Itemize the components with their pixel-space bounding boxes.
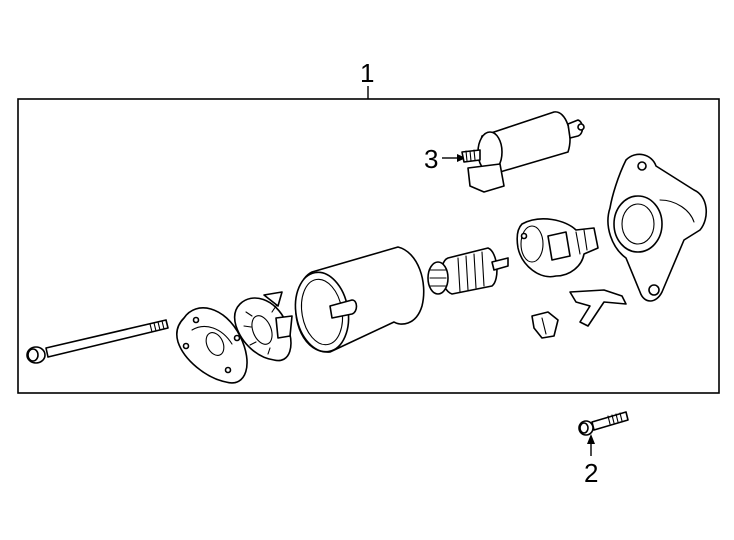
through-bolt (26, 319, 169, 364)
armature (427, 247, 509, 295)
mounting-bolt (578, 411, 629, 436)
lever-pivot-block (531, 311, 559, 339)
brush-holder (233, 291, 293, 362)
callout-3-label: 3 (424, 144, 438, 174)
end-cover-plate (176, 307, 248, 384)
drive-gear-housing (516, 218, 599, 278)
callout-2-label: 2 (584, 458, 598, 488)
shift-lever (569, 289, 627, 327)
callout-3-arrowhead (457, 154, 466, 162)
solenoid (461, 111, 585, 193)
field-housing (294, 246, 425, 353)
drive-end-housing (607, 153, 707, 302)
assembly-frame (17, 98, 720, 394)
callout-2-arrowhead (587, 434, 595, 444)
callout-1-label: 1 (360, 58, 374, 88)
